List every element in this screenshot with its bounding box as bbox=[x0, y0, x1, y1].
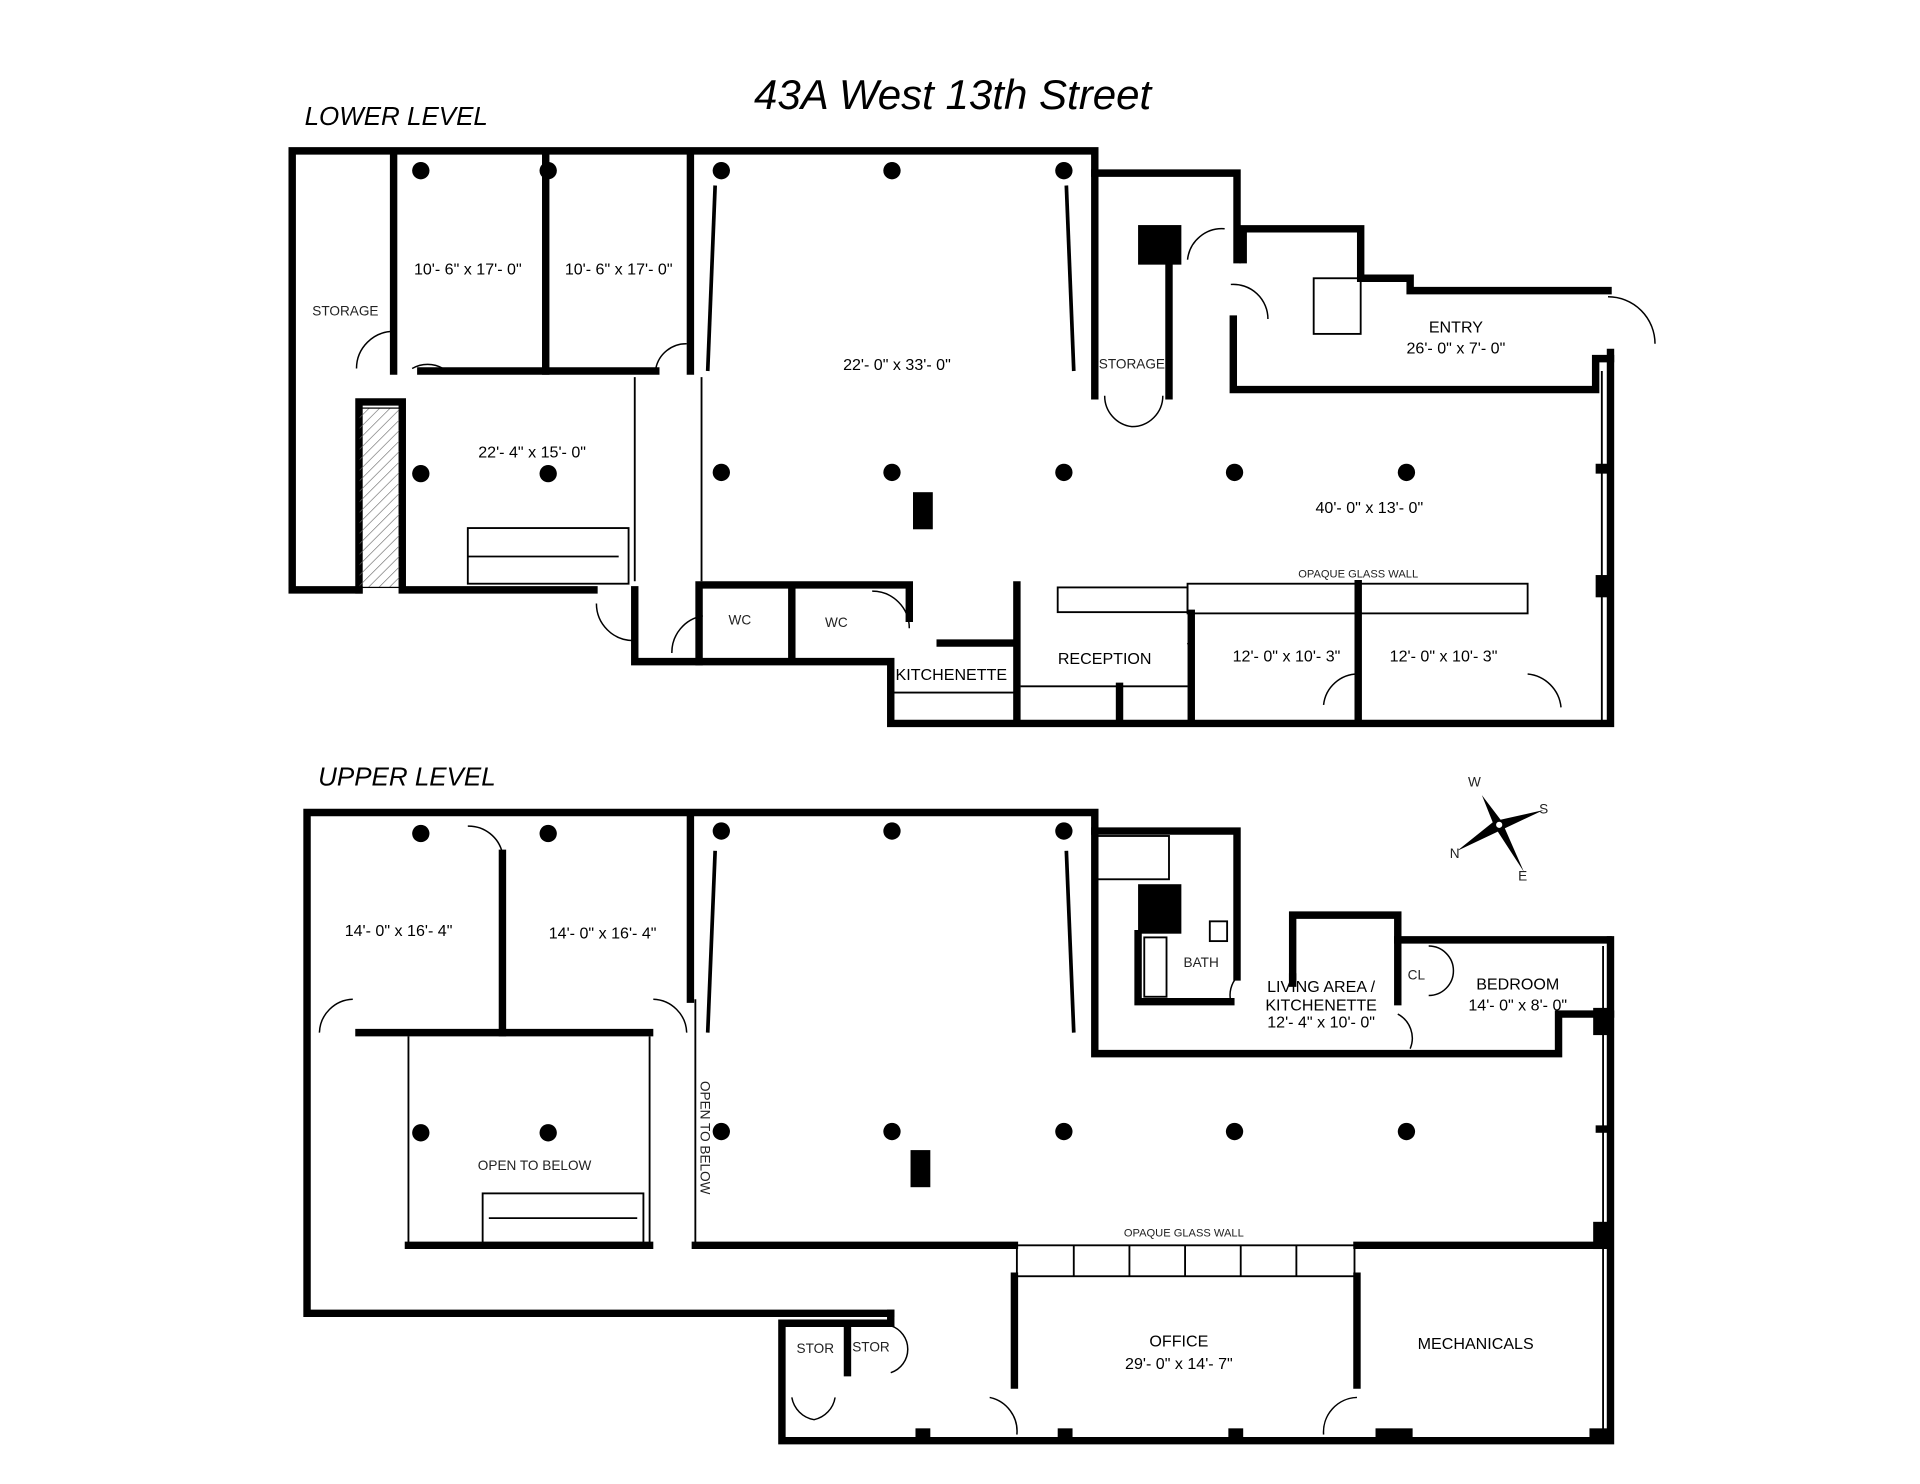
room-dims: 14'- 0" x 16'- 4" bbox=[549, 925, 657, 943]
room-wc: WC bbox=[729, 613, 752, 628]
room-closet: CL bbox=[1408, 967, 1426, 982]
glass-wall-note: OPAQUE GLASS WALL bbox=[1124, 1228, 1244, 1240]
room-living-area: LIVING AREA / bbox=[1267, 978, 1376, 996]
room-dims: 29'- 0" x 14'- 7" bbox=[1125, 1355, 1233, 1373]
room-dims: 12'- 0" x 10'- 3" bbox=[1233, 648, 1341, 666]
room-reception: RECEPTION bbox=[1058, 650, 1152, 668]
room-dims: 12'- 0" x 10'- 3" bbox=[1390, 648, 1498, 666]
room-dims: 14'- 0" x 8'- 0" bbox=[1468, 996, 1567, 1014]
upper-doors bbox=[318, 825, 1455, 1435]
room-kitchenette: KITCHENETTE bbox=[896, 666, 1008, 684]
stairs bbox=[466, 277, 1362, 585]
upper-level: UPPER LEVEL bbox=[303, 761, 1615, 1445]
room-bath: BATH bbox=[1184, 955, 1219, 970]
room-dims: 26'- 0" x 7'- 0" bbox=[1407, 340, 1506, 358]
room-dims: 14'- 0" x 16'- 4" bbox=[345, 922, 453, 940]
compass-s: S bbox=[1539, 802, 1548, 817]
room-dims: 10'- 6" x 17'- 0" bbox=[565, 261, 673, 279]
room-dims: 10'- 6" x 17'- 0" bbox=[414, 261, 522, 279]
upper-columns bbox=[412, 822, 1416, 1188]
lower-labels: STORAGE 10'- 6" x 17'- 0" 10'- 6" x 17'-… bbox=[312, 261, 1505, 685]
plan-title: 43A West 13th Street bbox=[754, 71, 1154, 118]
compass-w: W bbox=[1468, 775, 1481, 790]
room-stor: STOR bbox=[852, 1340, 890, 1355]
glass-wall-note: OPAQUE GLASS WALL bbox=[1298, 569, 1418, 581]
upper-labels: 14'- 0" x 16'- 4" 14'- 0" x 16'- 4" BATH… bbox=[345, 922, 1568, 1373]
compass-rose: W S N E bbox=[1450, 775, 1548, 884]
room-dims: 22'- 4" x 15'- 0" bbox=[478, 444, 586, 462]
compass-n: N bbox=[1450, 846, 1460, 861]
lower-level-heading: LOWER LEVEL bbox=[305, 101, 488, 131]
lower-walls bbox=[288, 147, 1656, 728]
room-living-area-kitchenette: KITCHENETTE bbox=[1265, 996, 1377, 1014]
upper-walls bbox=[303, 808, 1615, 1445]
room-entry: ENTRY bbox=[1429, 319, 1483, 337]
room-mechanicals: MECHANICALS bbox=[1418, 1335, 1534, 1353]
upper-level-heading: UPPER LEVEL bbox=[318, 761, 496, 791]
lower-columns bbox=[412, 162, 1416, 530]
room-stor: STOR bbox=[797, 1341, 835, 1356]
room-bedroom: BEDROOM bbox=[1476, 975, 1559, 993]
room-wc: WC bbox=[825, 615, 848, 630]
room-storage: STORAGE bbox=[312, 303, 378, 318]
room-storage: STORAGE bbox=[1099, 357, 1165, 372]
room-dims: 40'- 0" x 13'- 0" bbox=[1315, 499, 1423, 517]
open-to-below: OPEN TO BELOW bbox=[478, 1158, 592, 1173]
compass-e: E bbox=[1518, 869, 1527, 884]
room-office: OFFICE bbox=[1149, 1333, 1208, 1351]
lower-level: LOWER LEVEL bbox=[288, 101, 1656, 728]
room-dims: 22'- 0" x 33'- 0" bbox=[843, 356, 951, 374]
room-dims: 12'- 4" x 10'- 0" bbox=[1267, 1014, 1375, 1032]
open-to-below-vertical: OPEN TO BELOW bbox=[697, 1081, 712, 1195]
